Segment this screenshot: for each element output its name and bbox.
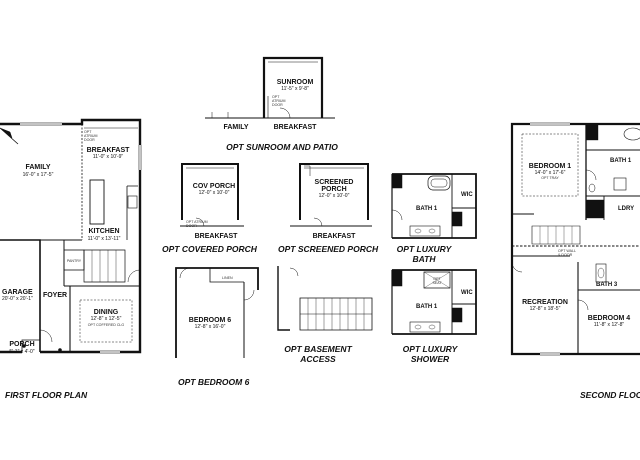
caption-first-floor: FIRST FLOOR PLAN bbox=[5, 390, 88, 400]
room-label-cov-porch: COV PORCH bbox=[193, 183, 235, 190]
caption-second-floor: SECOND FLOOR PLAN bbox=[580, 390, 640, 400]
room-label-sun-breakfast: BREAKFAST bbox=[274, 124, 318, 131]
room-dims-sunroom: 11'-5" x 9'-8" bbox=[281, 86, 309, 92]
note-sunroom-atrium-3: DOOR bbox=[272, 103, 283, 107]
caption-luxury-shower-2: SHOWER bbox=[411, 354, 450, 364]
room-label-sunroom: SUNROOM bbox=[277, 79, 314, 86]
room-label-pantry: PANTRY bbox=[67, 259, 82, 263]
sunroom-labels: SUNROOM 11'-5" x 9'-8" OPT ATRIUM DOOR F… bbox=[223, 79, 338, 152]
room-label-scr-porch-2: PORCH bbox=[321, 186, 346, 193]
note-cov-atrium-1: OPT ATRIUM bbox=[186, 220, 208, 224]
room-label-porch: PORCH bbox=[9, 341, 34, 348]
note-shower-seat-2: SEAT bbox=[432, 281, 442, 285]
covered-porch-option bbox=[180, 163, 244, 227]
luxury-bath-option bbox=[391, 173, 477, 239]
covered-porch-labels: COV PORCH 12'-0" x 10'-0" OPT ATRIUM DOO… bbox=[162, 183, 258, 254]
room-label-family: FAMILY bbox=[25, 164, 50, 171]
room-label-laundry: LDRY bbox=[618, 206, 634, 212]
room-label-foyer: FOYER bbox=[43, 292, 67, 299]
room-label-bedroom1: BEDROOM 1 bbox=[529, 163, 572, 170]
room-label-bedroom6: BEDROOM 6 bbox=[189, 317, 232, 324]
room-label-recreation: RECREATION bbox=[522, 299, 568, 306]
room-note-bedroom1: OPT TRAY bbox=[541, 176, 559, 180]
room-label-cov-breakfast: BREAKFAST bbox=[195, 233, 239, 240]
note-atrium-door-2: ATRIUM bbox=[84, 134, 98, 138]
caption-bedroom6: OPT BEDROOM 6 bbox=[178, 377, 250, 387]
caption-screened-porch: OPT SCREENED PORCH bbox=[278, 244, 379, 254]
note-atrium-door-3: DOOR bbox=[84, 138, 95, 142]
room-label-sun-family: FAMILY bbox=[223, 124, 248, 131]
bedroom6-labels: BEDROOM 6 12'-8" x 16'-0" LINEN OPT BEDR… bbox=[178, 276, 250, 387]
room-label-garage: GARAGE bbox=[2, 289, 33, 296]
caption-basement-1: OPT BASEMENT bbox=[284, 344, 352, 354]
screened-porch-labels: SCREENED PORCH 12'-0" x 10'-0" BREAKFAST… bbox=[278, 179, 379, 254]
room-label-scr-porch-1: SCREENED bbox=[315, 179, 354, 186]
room-dims-recreation: 12'-8" x 18'-5" bbox=[530, 306, 561, 312]
caption-luxury-shower-1: OPT LUXURY bbox=[403, 344, 459, 354]
room-dims-cov-porch: 12'-0" x 10'-0" bbox=[199, 190, 230, 196]
luxury-bath-labels: BATH 1 WIC OPT LUXURY BATH bbox=[397, 192, 474, 264]
caption-luxury-bath-1: OPT LUXURY bbox=[397, 244, 453, 254]
note-shower-seat-1: OPT bbox=[433, 277, 441, 281]
note-atrium-door-1: OPT bbox=[84, 130, 92, 134]
room-label-bath1-2f: BATH 1 bbox=[610, 158, 632, 164]
room-dims-family: 16'-0" x 17'-5" bbox=[23, 172, 54, 178]
room-dims-garage: 20'-0" x 20'-1" bbox=[2, 296, 33, 302]
room-dims-kitchen: 11'-0" x 13'-11" bbox=[88, 236, 121, 242]
caption-covered-porch: OPT COVERED PORCH bbox=[162, 244, 258, 254]
note-opt-wall-1: OPT WALL bbox=[558, 249, 576, 253]
bedroom6-option bbox=[175, 267, 259, 358]
room-dims-dining: 12'-8" x 12'-5" bbox=[91, 316, 122, 322]
room-dims-breakfast: 11'-0" x 10'-9" bbox=[93, 154, 124, 160]
first-floor-plan bbox=[0, 118, 142, 354]
luxury-shower-option bbox=[391, 269, 477, 335]
note-sunroom-atrium-2: ATRIUM bbox=[272, 99, 286, 103]
room-label-bath3: BATH 3 bbox=[596, 282, 618, 288]
room-label-scr-breakfast: BREAKFAST bbox=[313, 233, 357, 240]
room-label-bath1-a: BATH 1 bbox=[416, 206, 438, 212]
luxury-shower-labels: BATH 1 WIC OPT SEAT OPT LUXURY SHOWER bbox=[403, 277, 474, 364]
room-label-wic-b: WIC bbox=[461, 290, 473, 296]
room-label-wic-a: WIC bbox=[461, 192, 473, 198]
note-opt-wall-2: & DOOR bbox=[558, 253, 573, 257]
note-sunroom-atrium-1: OPT bbox=[272, 95, 280, 99]
caption-luxury-bath-2: BATH bbox=[413, 254, 437, 264]
room-dims-bedroom6: 12'-8" x 16'-0" bbox=[195, 324, 226, 330]
sunroom-option bbox=[205, 56, 335, 119]
caption-basement-2: ACCESS bbox=[299, 354, 336, 364]
room-dims-porch: 5'-1" x 4'-0" bbox=[9, 349, 34, 355]
caption-sunroom-patio: OPT SUNROOM AND PATIO bbox=[226, 142, 338, 152]
screened-porch-option bbox=[290, 163, 372, 227]
room-label-linen: LINEN bbox=[222, 276, 233, 280]
basement-labels: OPT BASEMENT ACCESS bbox=[284, 344, 352, 364]
room-dims-bedroom1: 14'-0" x 17'-6" bbox=[535, 170, 566, 176]
room-dims-bedroom4: 11'-8" x 12'-8" bbox=[594, 322, 625, 328]
room-label-kitchen: KITCHEN bbox=[88, 228, 119, 235]
room-dims-scr-porch: 12'-0" x 10'-0" bbox=[319, 193, 350, 199]
first-floor-labels: FAMILY 16'-0" x 17'-5" BREAKFAST 11'-0" … bbox=[2, 130, 130, 400]
room-label-bath1-b: BATH 1 bbox=[416, 304, 438, 310]
room-label-bedroom4: BEDROOM 4 bbox=[588, 315, 631, 322]
note-cov-atrium-2: DOOR bbox=[186, 224, 197, 228]
room-note-dining: OPT COFFERED CLG bbox=[88, 323, 125, 327]
second-floor-plan bbox=[510, 122, 640, 356]
basement-access-option bbox=[277, 266, 373, 331]
room-label-breakfast: BREAKFAST bbox=[87, 147, 131, 154]
room-label-dining: DINING bbox=[94, 309, 119, 316]
second-floor-labels: BEDROOM 1 14'-0" x 17'-6" OPT TRAY BATH … bbox=[522, 158, 640, 400]
